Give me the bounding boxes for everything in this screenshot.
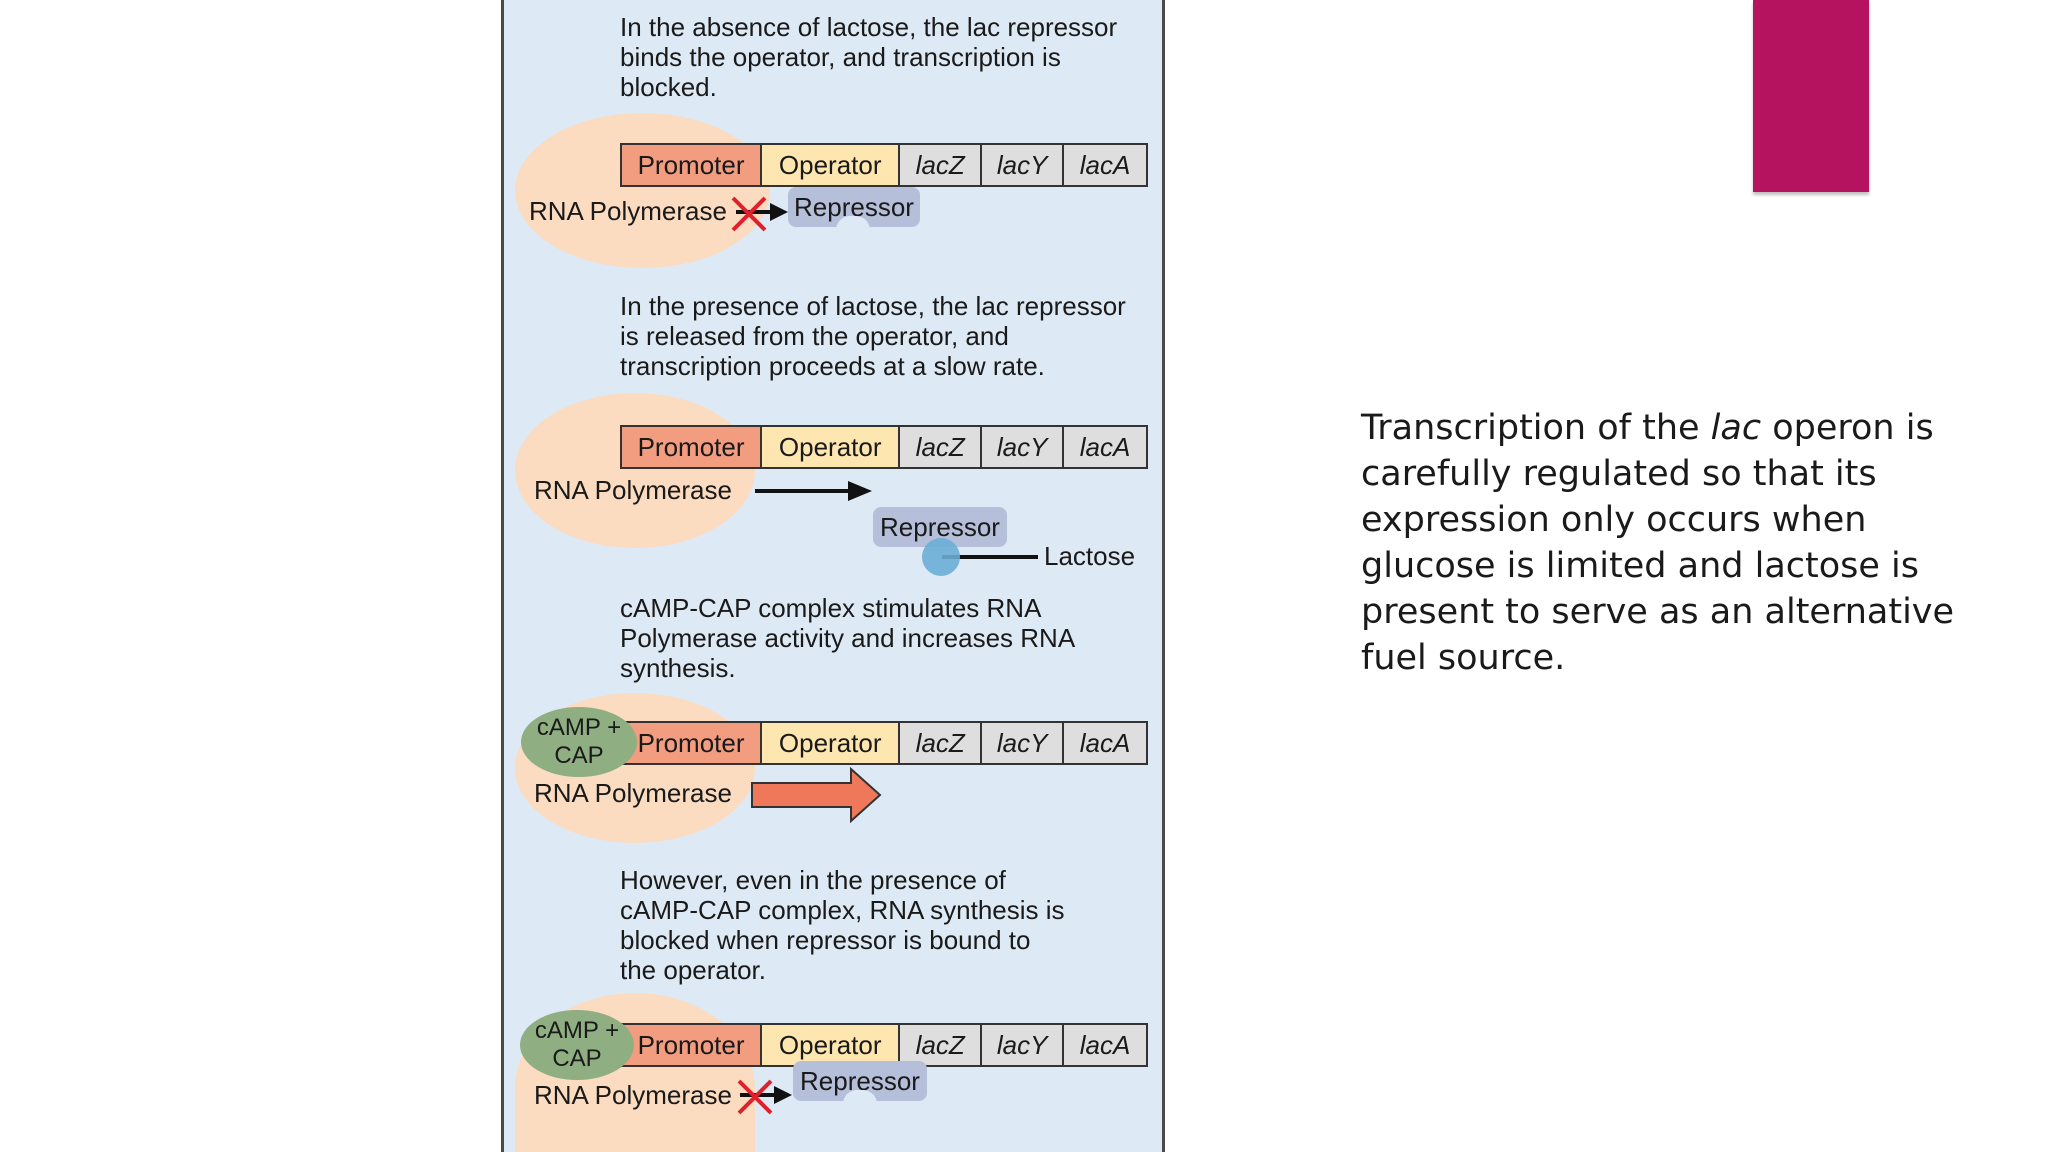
accent-decoration (1753, 0, 1869, 192)
promoter-segment: Promoter (622, 1025, 763, 1065)
promoter-segment: Promoter (622, 427, 763, 467)
panel2-caption: In the presence of lactose, the lac repr… (620, 291, 1126, 381)
operon-gene-bar: Promoter Operator lacZ lacY lacA (620, 425, 1148, 469)
rna-polymerase-label: RNA Polymerase (529, 196, 727, 226)
promoter-segment: Promoter (622, 145, 763, 185)
operator-segment: Operator (762, 427, 901, 467)
rna-polymerase-label: RNA Polymerase (534, 778, 732, 808)
rna-polymerase-label: RNA Polymerase (534, 475, 732, 505)
lacy-segment: lacY (982, 145, 1065, 185)
operator-segment: Operator (762, 723, 901, 763)
lactose-molecule (922, 538, 1038, 576)
camp-cap-complex: cAMP +CAP (520, 1010, 634, 1080)
repressor-notch (843, 1090, 877, 1104)
rna-polymerase-blob (515, 113, 770, 268)
rna-polymerase-label: RNA Polymerase (534, 1080, 732, 1110)
operon-gene-bar: Promoter Operator lacZ lacY lacA (620, 143, 1148, 187)
promoter-segment: Promoter (622, 723, 763, 763)
slow-transcription-arrow (755, 481, 872, 501)
slide-body-text: Transcription of the lac operon is caref… (1361, 408, 1955, 678)
operon-gene-bar: Promoter Operator lacZ lacY lacA (620, 1023, 1148, 1067)
lacz-segment: lacZ (900, 145, 983, 185)
lacz-segment: lacZ (900, 1025, 983, 1065)
operator-segment: Operator (762, 145, 901, 185)
lacy-segment: lacY (982, 427, 1065, 467)
laca-segment: lacA (1064, 723, 1147, 763)
lacy-segment: lacY (982, 723, 1065, 763)
lacy-segment: lacY (982, 1025, 1065, 1065)
blocked-x-icon (737, 1079, 773, 1115)
lactose-label: Lactose (1044, 541, 1136, 571)
camp-cap-complex: cAMP +CAP (521, 707, 637, 777)
panel3-caption: cAMP-CAP complex stimulates RNA Polymera… (620, 593, 1076, 683)
blocked-transcription-arrow (736, 203, 788, 221)
laca-segment: lacA (1064, 1025, 1147, 1065)
blocked-x-icon (731, 196, 767, 232)
laca-segment: lacA (1064, 145, 1147, 185)
panel4-caption: However, even in the presence of cAMP-CA… (620, 865, 1065, 985)
panel1-caption: In the absence of lactose, the lac repre… (620, 12, 1118, 102)
lacz-segment: lacZ (900, 723, 983, 763)
laca-segment: lacA (1064, 427, 1147, 467)
rna-polymerase-blob (515, 393, 755, 548)
lacz-segment: lacZ (900, 427, 983, 467)
increased-transcription-arrow (751, 766, 882, 824)
repressor-notch (836, 216, 870, 230)
operator-segment: Operator (762, 1025, 901, 1065)
blocked-transcription-arrow (740, 1086, 792, 1104)
